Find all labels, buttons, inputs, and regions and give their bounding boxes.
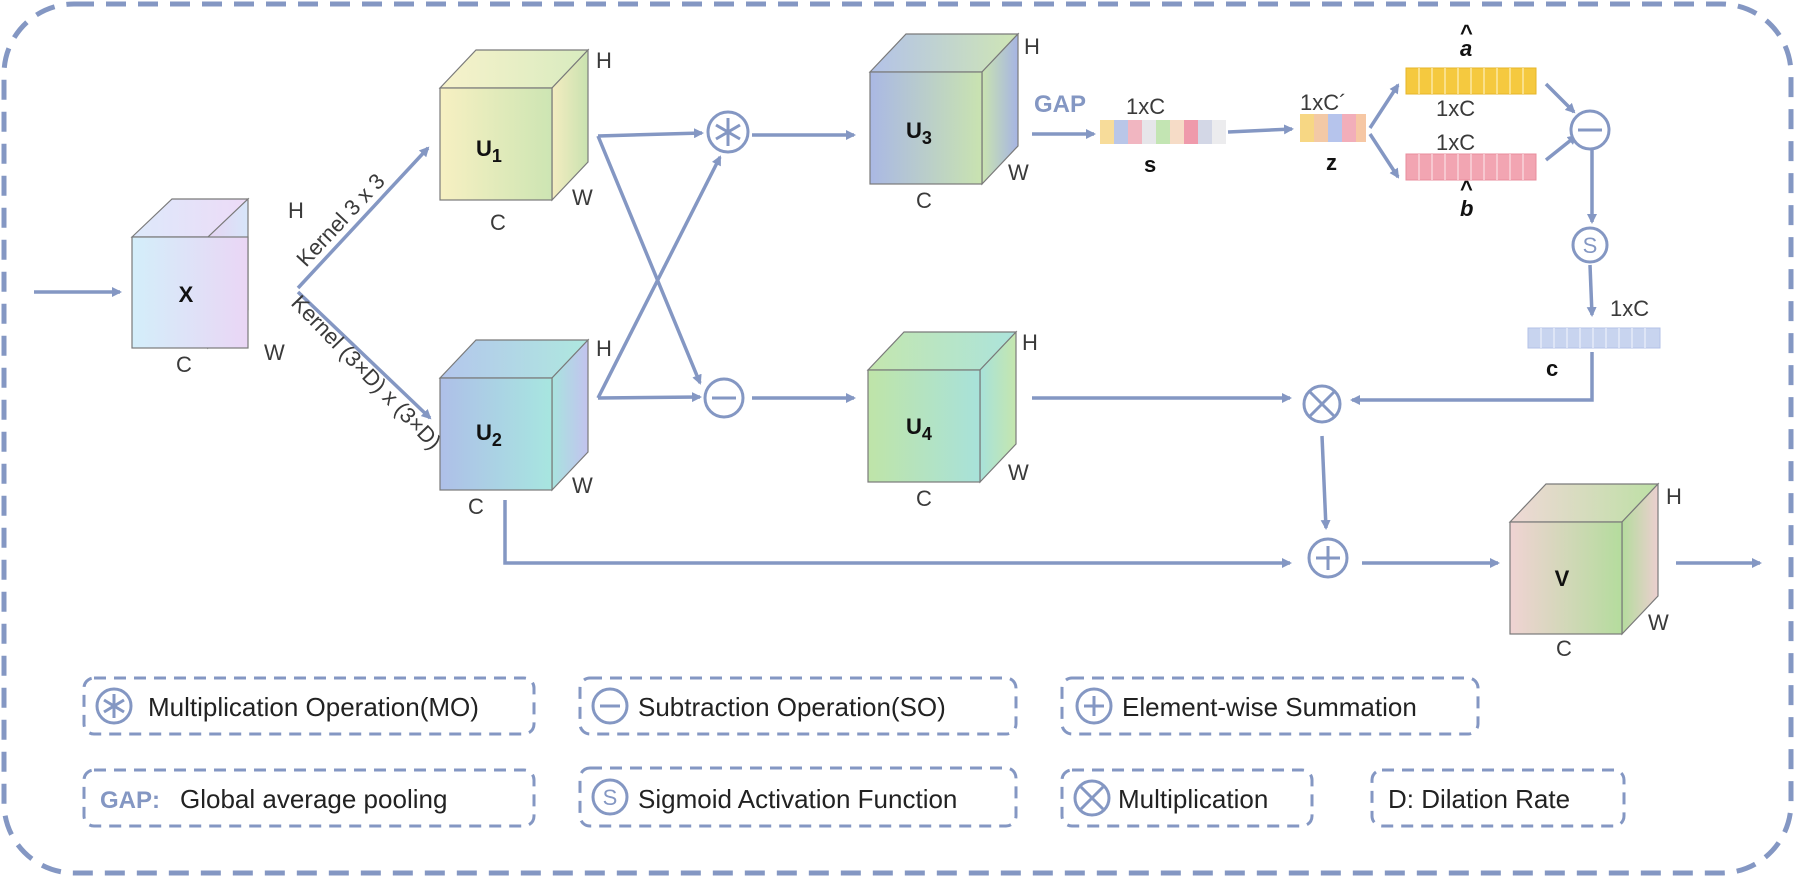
cube-u2-h: H (596, 336, 612, 361)
vector-a-dim: 1xC (1436, 96, 1475, 121)
legend-mo-text: Multiplication Operation(MO) (148, 692, 479, 722)
legend-item-so: Subtraction Operation(SO) (578, 676, 1018, 736)
cube-x-label: X (179, 282, 194, 307)
minus-circle-icon (703, 377, 745, 419)
legend-item-sigmoid: S Sigmoid Activation Function (578, 766, 1018, 828)
cube-u2: U2 H W C (438, 336, 612, 519)
legend-sigmoid-text: Sigmoid Activation Function (638, 784, 957, 814)
arrow-u2-mo (596, 155, 722, 399)
arrow-u2-so (597, 392, 702, 403)
vector-c-dim: 1xC (1610, 296, 1649, 321)
connectors (34, 82, 1762, 568)
cube-x: X H W C (130, 197, 304, 377)
cube-x-w: W (264, 340, 285, 365)
cube-v-w: W (1648, 610, 1669, 635)
vector-z-label: z (1326, 150, 1337, 175)
cube-x-c: C (176, 352, 192, 377)
cube-u1-c: C (490, 210, 506, 235)
legend-mult-text: Multiplication (1118, 784, 1268, 814)
multiply-star-icon (706, 110, 750, 154)
sigmoid-s-icon: S (1571, 226, 1609, 264)
gap-label: GAP (1034, 91, 1086, 118)
arrow-z-b (1368, 133, 1400, 179)
kernel-3x3-label: Kernel 3 x 3 (291, 168, 389, 271)
vector-s-dim: 1xC (1126, 94, 1165, 119)
cube-u4-h: H (1022, 330, 1038, 355)
vector-b-dim: 1xC (1436, 130, 1475, 155)
minus-circle-icon-right (1569, 109, 1611, 151)
legend-item-mult: Multiplication (1060, 768, 1314, 828)
vector-s-label: s (1144, 152, 1156, 177)
arrow-x-u2 (296, 290, 432, 420)
cube-u2-label: U2 (476, 420, 502, 450)
vector-a-label: a (1460, 36, 1472, 61)
vector-a: a ^ 1xC (1405, 20, 1537, 121)
cube-v-label: V (1555, 566, 1570, 591)
vector-b-label: b (1460, 196, 1473, 221)
kernel-dilated-label: Kernel (3×D) x (3×D) (286, 290, 446, 454)
arrow-s-z (1227, 124, 1294, 135)
legend-gap-key: GAP: (100, 787, 160, 814)
cube-v-h: H (1666, 484, 1682, 509)
vector-b: 1xC ^ b (1405, 130, 1537, 221)
legend-item-sum: Element-wise Summation (1060, 676, 1480, 736)
legend-so-text: Subtraction Operation(SO) (638, 692, 946, 722)
cube-u3: U3 H W C (868, 32, 1040, 213)
cube-v: V H W C (1508, 482, 1682, 661)
vector-a-hat: ^ (1460, 20, 1473, 45)
arrow-c-mult (1350, 352, 1594, 405)
legend-item-dilation: D: Dilation Rate (1370, 768, 1626, 828)
arrow-b-so (1544, 134, 1578, 162)
vector-z: 1xC´ z (1300, 90, 1366, 175)
arrow-sigmoid-c (1586, 264, 1597, 317)
arrow-a-so (1544, 82, 1576, 114)
legend-sum-text: Element-wise Summation (1122, 692, 1417, 722)
arrow-u2-sum (503, 500, 1292, 568)
arrow-mult-sum (1320, 435, 1331, 530)
cube-u4-label: U4 (906, 414, 932, 444)
legend-gap-text: Global average pooling (180, 784, 447, 814)
vector-c-label: c (1546, 356, 1558, 381)
legend: Multiplication Operation(MO) Subtraction… (82, 676, 1626, 828)
vector-b-hat: ^ (1460, 176, 1473, 201)
cube-u2-w: W (572, 473, 593, 498)
arrow-u1-mo (597, 128, 704, 139)
cube-v-c: C (1556, 636, 1572, 661)
vector-s: 1xC s (1100, 94, 1226, 177)
cube-u3-c: C (916, 188, 932, 213)
vector-c: 1xC c (1527, 296, 1661, 381)
cube-x-h: H (288, 198, 304, 223)
cube-u1: U1 H W C (438, 48, 612, 235)
cube-u4: U4 H W C (866, 330, 1038, 511)
cube-u1-h: H (596, 48, 612, 73)
svg-text:S: S (1583, 233, 1598, 258)
vector-z-dim: 1xC´ (1300, 90, 1346, 115)
cube-u2-c: C (468, 494, 484, 519)
legend-dilation-text: D: Dilation Rate (1388, 784, 1570, 814)
times-circle-icon (1302, 384, 1342, 424)
arrow-u1-so (596, 135, 702, 385)
cube-u3-label: U3 (906, 118, 932, 148)
arrow-z-a (1368, 83, 1400, 129)
cube-u3-h: H (1024, 34, 1040, 59)
cube-u3-w: W (1008, 160, 1029, 185)
svg-text:S: S (603, 785, 618, 810)
plus-circle-icon (1307, 537, 1349, 579)
cube-u4-w: W (1008, 460, 1029, 485)
cube-u1-w: W (572, 185, 593, 210)
legend-item-gap: GAP: Global average pooling (82, 768, 536, 828)
cube-u4-c: C (916, 486, 932, 511)
legend-item-mo: Multiplication Operation(MO) (82, 676, 536, 736)
cube-u1-label: U1 (476, 136, 502, 166)
arrow-x-u1 (296, 146, 430, 290)
